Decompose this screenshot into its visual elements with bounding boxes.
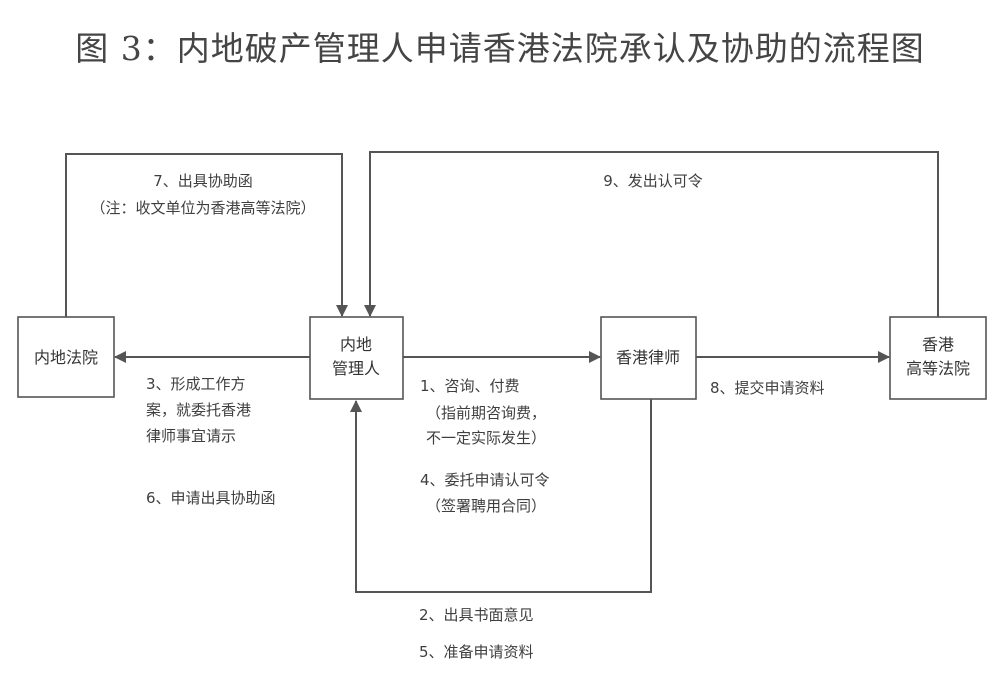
step-label: 律师事宜请示 <box>146 427 236 445</box>
step-label: 4、委托申请认可令 <box>420 471 550 489</box>
step-label: 不一定实际发生） <box>426 429 546 447</box>
label-step6: 6、申请出具协助函 <box>146 489 276 507</box>
label-step5: 5、准备申请资料 <box>419 643 534 661</box>
step-label: （指前期咨询费， <box>426 404 546 422</box>
step-label: 3、形成工作方 <box>146 375 246 393</box>
node-administrator: 内地 管理人 <box>309 316 404 400</box>
page-title: 图 3：内地破产管理人申请香港法院承认及协助的流程图 <box>75 29 925 68</box>
label-step3: 3、形成工作方 案，就委托香港 律师事宜请示 <box>146 375 251 445</box>
step-label: 1、咨询、付费 <box>420 377 520 395</box>
node-label: 香港律师 <box>616 348 680 367</box>
node-label: 高等法院 <box>906 359 970 378</box>
arrow-step2 <box>350 399 652 593</box>
node-mainland-court: 内地法院 <box>17 316 115 398</box>
label-step4: 4、委托申请认可令 （签署聘用合同） <box>420 471 550 515</box>
label-step8: 8、提交申请资料 <box>710 379 825 397</box>
node-label: 管理人 <box>332 359 380 378</box>
step-label: 7、出具协助函 <box>153 172 253 190</box>
step-label: 5、准备申请资料 <box>419 643 534 661</box>
step-label: （签署聘用合同） <box>426 497 546 515</box>
step-label: 8、提交申请资料 <box>710 379 825 397</box>
step-label: 6、申请出具协助函 <box>146 489 276 507</box>
node-label: 香港 <box>922 335 954 354</box>
node-hk-lawyer: 香港律师 <box>600 316 697 400</box>
arrow-step9 <box>364 151 939 317</box>
step-label: 9、发出认可令 <box>603 172 703 190</box>
node-label: 内地 <box>340 335 372 354</box>
arrow-step7 <box>65 153 348 317</box>
node-hk-high-court: 香港 高等法院 <box>889 316 987 400</box>
label-step2: 2、出具书面意见 <box>419 606 534 624</box>
step-label: （注：收文单位为香港高等法院） <box>90 199 315 217</box>
step-label: 案，就委托香港 <box>146 401 251 419</box>
node-label: 内地法院 <box>34 348 98 367</box>
step-label: 2、出具书面意见 <box>419 606 534 624</box>
label-step9: 9、发出认可令 <box>603 172 703 190</box>
label-step7: 7、出具协助函 （注：收文单位为香港高等法院） <box>90 172 315 217</box>
label-step1: 1、咨询、付费 （指前期咨询费， 不一定实际发生） <box>420 377 546 447</box>
